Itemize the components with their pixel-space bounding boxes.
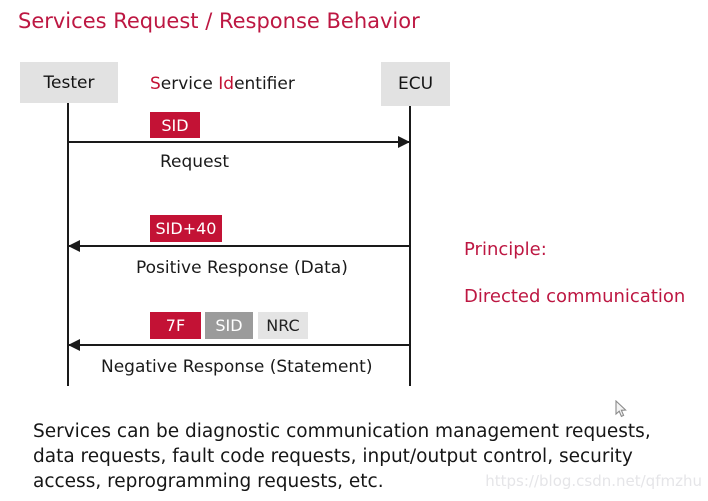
positive-response-arrow-line: [68, 245, 410, 247]
request-arrow-line: [68, 141, 410, 143]
sid-plus-40-chip: SID+40: [150, 215, 222, 242]
principle-heading: Principle:: [464, 239, 547, 260]
negative-response-arrow-line: [68, 344, 410, 346]
footer-paragraph: Services can be diagnostic communication…: [33, 419, 651, 494]
service-identifier-entifier: entifier: [234, 74, 295, 94]
ecu-actor-box: ECU: [381, 62, 450, 106]
tester-actor-box: Tester: [20, 62, 118, 103]
watermark-url: https://blog.csdn.net/qfmzhu: [485, 472, 702, 490]
footer-line: access, reprogramming requests, etc.: [33, 471, 384, 492]
footer-line: data requests, fault code requests, inpu…: [33, 446, 633, 467]
negative-nrc-chip: NRC: [258, 312, 308, 339]
arrow-right-icon: [398, 136, 410, 148]
page-title: Services Request / Response Behavior: [18, 9, 420, 33]
negative-sid-chip: SID: [205, 312, 253, 339]
mouse-cursor-icon: [615, 400, 627, 418]
ecu-label: ECU: [397, 74, 434, 94]
principle-text: Directed communication: [464, 286, 686, 307]
arrow-left-icon: [68, 339, 80, 351]
request-label: Request: [160, 152, 230, 172]
service-identifier-s: S: [150, 74, 161, 94]
ecu-lifeline: [409, 106, 411, 386]
positive-response-label: Positive Response (Data): [136, 258, 348, 278]
footer-line: Services can be diagnostic communication…: [33, 421, 651, 442]
service-identifier-heading: Service Identifier: [150, 74, 295, 94]
sid-chip: SID: [150, 112, 200, 138]
service-identifier-ervice: ervice: [160, 74, 219, 94]
negative-7f-chip: 7F: [150, 312, 201, 339]
tester-label: Tester: [43, 72, 95, 93]
arrow-left-icon: [68, 240, 80, 252]
service-identifier-id: Id: [218, 74, 235, 94]
negative-response-label: Negative Response (Statement): [101, 357, 373, 377]
